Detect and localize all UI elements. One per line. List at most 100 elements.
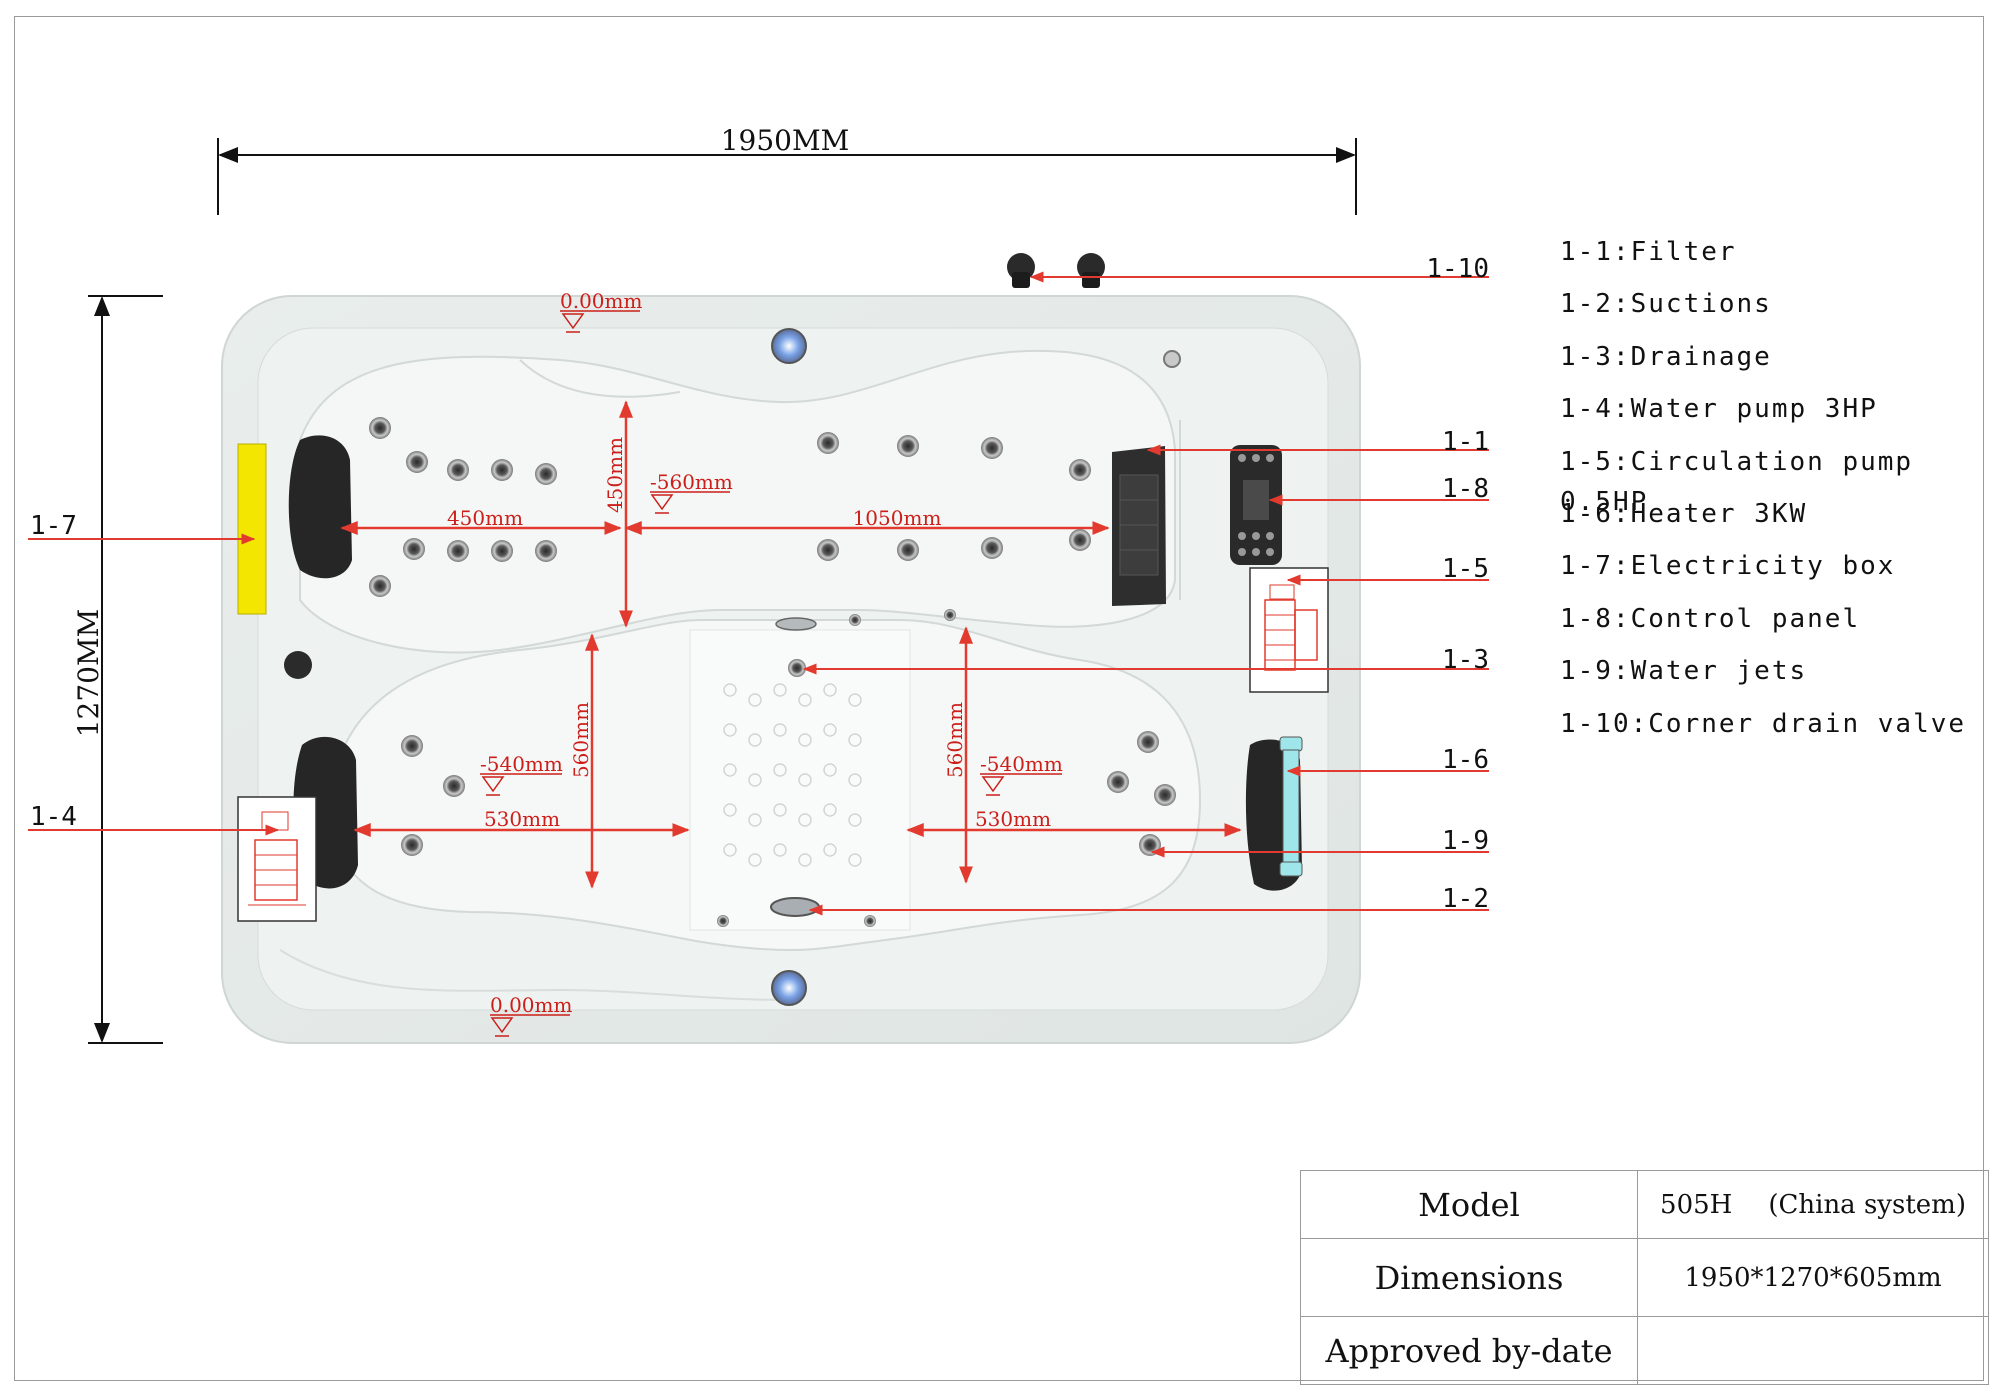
water-jet bbox=[447, 459, 469, 481]
water-jet bbox=[1137, 731, 1159, 753]
measure-left-450: 450mm bbox=[447, 506, 523, 530]
water-jet bbox=[1154, 784, 1176, 806]
water-jet bbox=[403, 538, 425, 560]
callout-leaders bbox=[28, 271, 1489, 916]
spec-row-dimensions: Dimensions 1950*1270*605mm bbox=[1300, 1238, 1989, 1317]
water-jets bbox=[369, 417, 1176, 927]
corner-fitting bbox=[1163, 350, 1181, 368]
level-markers: 0.00mm 0.00mm -560mm -540mm -540mm bbox=[480, 289, 1063, 1037]
water-pump-sketch bbox=[237, 796, 317, 922]
water-jet bbox=[817, 432, 839, 454]
measure-right-530: 530mm bbox=[975, 807, 1051, 831]
callout-1-5: 1-5 bbox=[1442, 554, 1489, 584]
spec-approved-label: Approved by-date bbox=[1300, 1316, 1638, 1385]
water-jet bbox=[717, 915, 729, 927]
callout-1-6: 1-6 bbox=[1442, 745, 1489, 775]
overall-height-label: 1270MM bbox=[72, 609, 105, 738]
underwater-light bbox=[771, 970, 807, 1006]
level-marker-top: 0.00mm bbox=[560, 289, 642, 333]
spec-model-label: Model bbox=[1300, 1170, 1638, 1239]
measurement-labels: 450mm 1050mm 450mm 560mm 560mm 530mm 530… bbox=[447, 437, 1051, 831]
massage-floor-texture bbox=[723, 683, 862, 867]
water-jet bbox=[491, 540, 513, 562]
callout-1-3: 1-3 bbox=[1442, 645, 1489, 675]
measure-right-560: 560mm bbox=[943, 702, 967, 778]
legend-item-water-jets: 1-9:Water jets bbox=[1560, 656, 1808, 687]
measure-vert-450: 450mm bbox=[603, 437, 627, 513]
internal-measurements bbox=[340, 400, 1242, 889]
legend-item-electricity-box: 1-7:Electricity box bbox=[1560, 551, 1896, 582]
water-jet bbox=[447, 540, 469, 562]
measure-span-1050: 1050mm bbox=[853, 506, 942, 530]
filter-housing bbox=[1112, 446, 1166, 606]
level-marker-right-seat: -540mm bbox=[980, 752, 1063, 796]
callout-1-2: 1-2 bbox=[1442, 884, 1489, 914]
circulation-pump-sketch bbox=[1249, 567, 1329, 693]
spec-row-model: Model 505H (China system) bbox=[1300, 1170, 1989, 1239]
callout-1-1: 1-1 bbox=[1442, 427, 1489, 457]
water-jet bbox=[864, 915, 876, 927]
air-control-knob bbox=[284, 651, 312, 679]
electricity-box bbox=[237, 443, 267, 615]
suction-cover bbox=[770, 897, 820, 917]
water-jet bbox=[1069, 529, 1091, 551]
legend-item-corner-drain-valve: 1-10:Corner drain valve bbox=[1560, 708, 1967, 739]
legend-item-suctions: 1-2:Suctions bbox=[1560, 289, 1772, 320]
spec-table: Model 505H (China system) Dimensions 1950… bbox=[1300, 1170, 1989, 1385]
level-bottom-label: 0.00mm bbox=[490, 993, 572, 1017]
water-jet bbox=[981, 537, 1003, 559]
callout-1-10: 1-10 bbox=[1426, 254, 1489, 284]
level-left-seat-label: -540mm bbox=[480, 752, 563, 776]
water-jet bbox=[535, 540, 557, 562]
water-jet bbox=[897, 539, 919, 561]
water-jet bbox=[849, 614, 861, 626]
level-top-label: 0.00mm bbox=[560, 289, 642, 313]
level-mid-label: -560mm bbox=[650, 470, 733, 494]
level-marker-mid: -560mm bbox=[650, 470, 733, 514]
component-legend: 1-1:Filter 1-2:Suctions 1-3:Drainage 1-4… bbox=[1560, 232, 2000, 756]
water-jet bbox=[401, 834, 423, 856]
spec-model-cell: 505H (China system) bbox=[1637, 1170, 1989, 1239]
water-jet bbox=[535, 463, 557, 485]
underwater-light bbox=[771, 328, 807, 364]
legend-item-drainage: 1-3:Drainage bbox=[1560, 341, 1772, 372]
corner-drain-valves bbox=[1007, 253, 1105, 288]
water-jet bbox=[944, 609, 956, 621]
legend-item-circulation-pump: 1-5:Circulation pump 0.5HP bbox=[1560, 446, 1914, 517]
legend-item-water-pump: 1-4:Water pump 3HP bbox=[1560, 394, 1878, 425]
control-panel bbox=[1230, 445, 1282, 565]
spec-dimensions-label: Dimensions bbox=[1300, 1238, 1638, 1317]
water-jet bbox=[401, 735, 423, 757]
overall-width-label: 1950MM bbox=[721, 124, 850, 157]
water-jet bbox=[817, 539, 839, 561]
callout-1-8: 1-8 bbox=[1442, 474, 1489, 504]
spec-row-approved: Approved by-date bbox=[1300, 1316, 1989, 1385]
level-marker-bottom: 0.00mm bbox=[490, 993, 572, 1037]
drawing-frame bbox=[14, 16, 1984, 1381]
water-jet bbox=[443, 775, 465, 797]
callout-1-7: 1-7 bbox=[30, 511, 77, 541]
callout-1-4: 1-4 bbox=[30, 802, 77, 832]
water-jet bbox=[369, 575, 391, 597]
callout-labels: 1-10 1-1 1-8 1-5 1-3 1-6 1-9 1-2 1-7 1-4 bbox=[30, 254, 1489, 914]
measure-left-560: 560mm bbox=[569, 702, 593, 778]
suction-fitting bbox=[775, 617, 817, 631]
headrest-pillow bbox=[288, 435, 352, 579]
legend-item-filter: 1-1:Filter bbox=[1560, 237, 1737, 267]
overall-width-dimension: 1950MM bbox=[217, 124, 1357, 215]
water-jet bbox=[491, 459, 513, 481]
spec-model-value: 505H bbox=[1660, 1189, 1733, 1220]
water-jet bbox=[1069, 459, 1091, 481]
level-marker-left-seat: -540mm bbox=[480, 752, 563, 796]
water-jet bbox=[1107, 771, 1129, 793]
spec-dimensions-value: 1950*1270*605mm bbox=[1637, 1238, 1989, 1317]
spec-approved-value bbox=[1637, 1316, 1989, 1385]
water-jet bbox=[406, 451, 428, 473]
water-jet bbox=[897, 435, 919, 457]
measure-left-530: 530mm bbox=[484, 807, 560, 831]
drain-fitting bbox=[788, 659, 806, 677]
heater bbox=[1279, 736, 1303, 877]
level-right-seat-label: -540mm bbox=[980, 752, 1063, 776]
spec-model-note: (China system) bbox=[1768, 1189, 1966, 1220]
water-jet bbox=[981, 437, 1003, 459]
